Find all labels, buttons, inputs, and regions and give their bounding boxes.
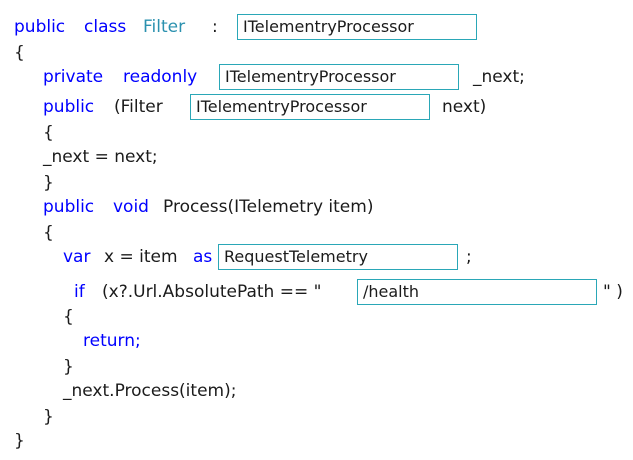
constructor-open: (Filter bbox=[114, 97, 163, 117]
open-brace-class: { bbox=[14, 43, 25, 63]
semicolon: ; bbox=[466, 247, 472, 267]
keyword-private: private bbox=[43, 67, 104, 87]
class-name: Filter bbox=[143, 17, 186, 37]
open-brace-method: { bbox=[43, 223, 54, 243]
if-condition-end: " ) bbox=[603, 282, 623, 302]
keyword-public: public bbox=[14, 17, 66, 37]
param-name: next) bbox=[442, 97, 487, 117]
close-brace-if: } bbox=[63, 357, 74, 377]
keyword-if: if bbox=[74, 282, 85, 302]
close-brace-ctor: } bbox=[43, 173, 54, 193]
blank-cast-type[interactable]: RequestTelemetry bbox=[218, 244, 458, 270]
keyword-class: class bbox=[84, 17, 127, 37]
var-assign: x = item bbox=[104, 247, 178, 267]
keyword-void: void bbox=[113, 197, 149, 217]
colon: : bbox=[212, 17, 218, 37]
blank-field-type[interactable]: ITelementryProcessor bbox=[219, 64, 459, 90]
assign-statement: _next = next; bbox=[43, 147, 158, 167]
blank-base-type[interactable]: ITelementryProcessor bbox=[237, 14, 477, 40]
keyword-var: var bbox=[63, 247, 91, 267]
return-statement: return; bbox=[83, 331, 141, 351]
process-call: _next.Process(item); bbox=[63, 381, 237, 401]
keyword-public: public bbox=[43, 97, 95, 117]
open-brace-if: { bbox=[63, 307, 74, 327]
blank-param-type[interactable]: ITelementryProcessor bbox=[190, 94, 430, 120]
close-brace-class: } bbox=[14, 431, 25, 451]
if-condition: (x?.Url.AbsolutePath == " bbox=[102, 282, 322, 302]
keyword-public: public bbox=[43, 197, 95, 217]
blank-path-string[interactable]: /health bbox=[357, 279, 597, 305]
close-brace-method: } bbox=[43, 407, 54, 427]
keyword-readonly: readonly bbox=[123, 67, 198, 87]
method-signature: Process(ITelemetry item) bbox=[163, 197, 374, 217]
keyword-as: as bbox=[193, 247, 213, 267]
open-brace-ctor: { bbox=[43, 123, 54, 143]
field-name: _next; bbox=[473, 67, 525, 87]
